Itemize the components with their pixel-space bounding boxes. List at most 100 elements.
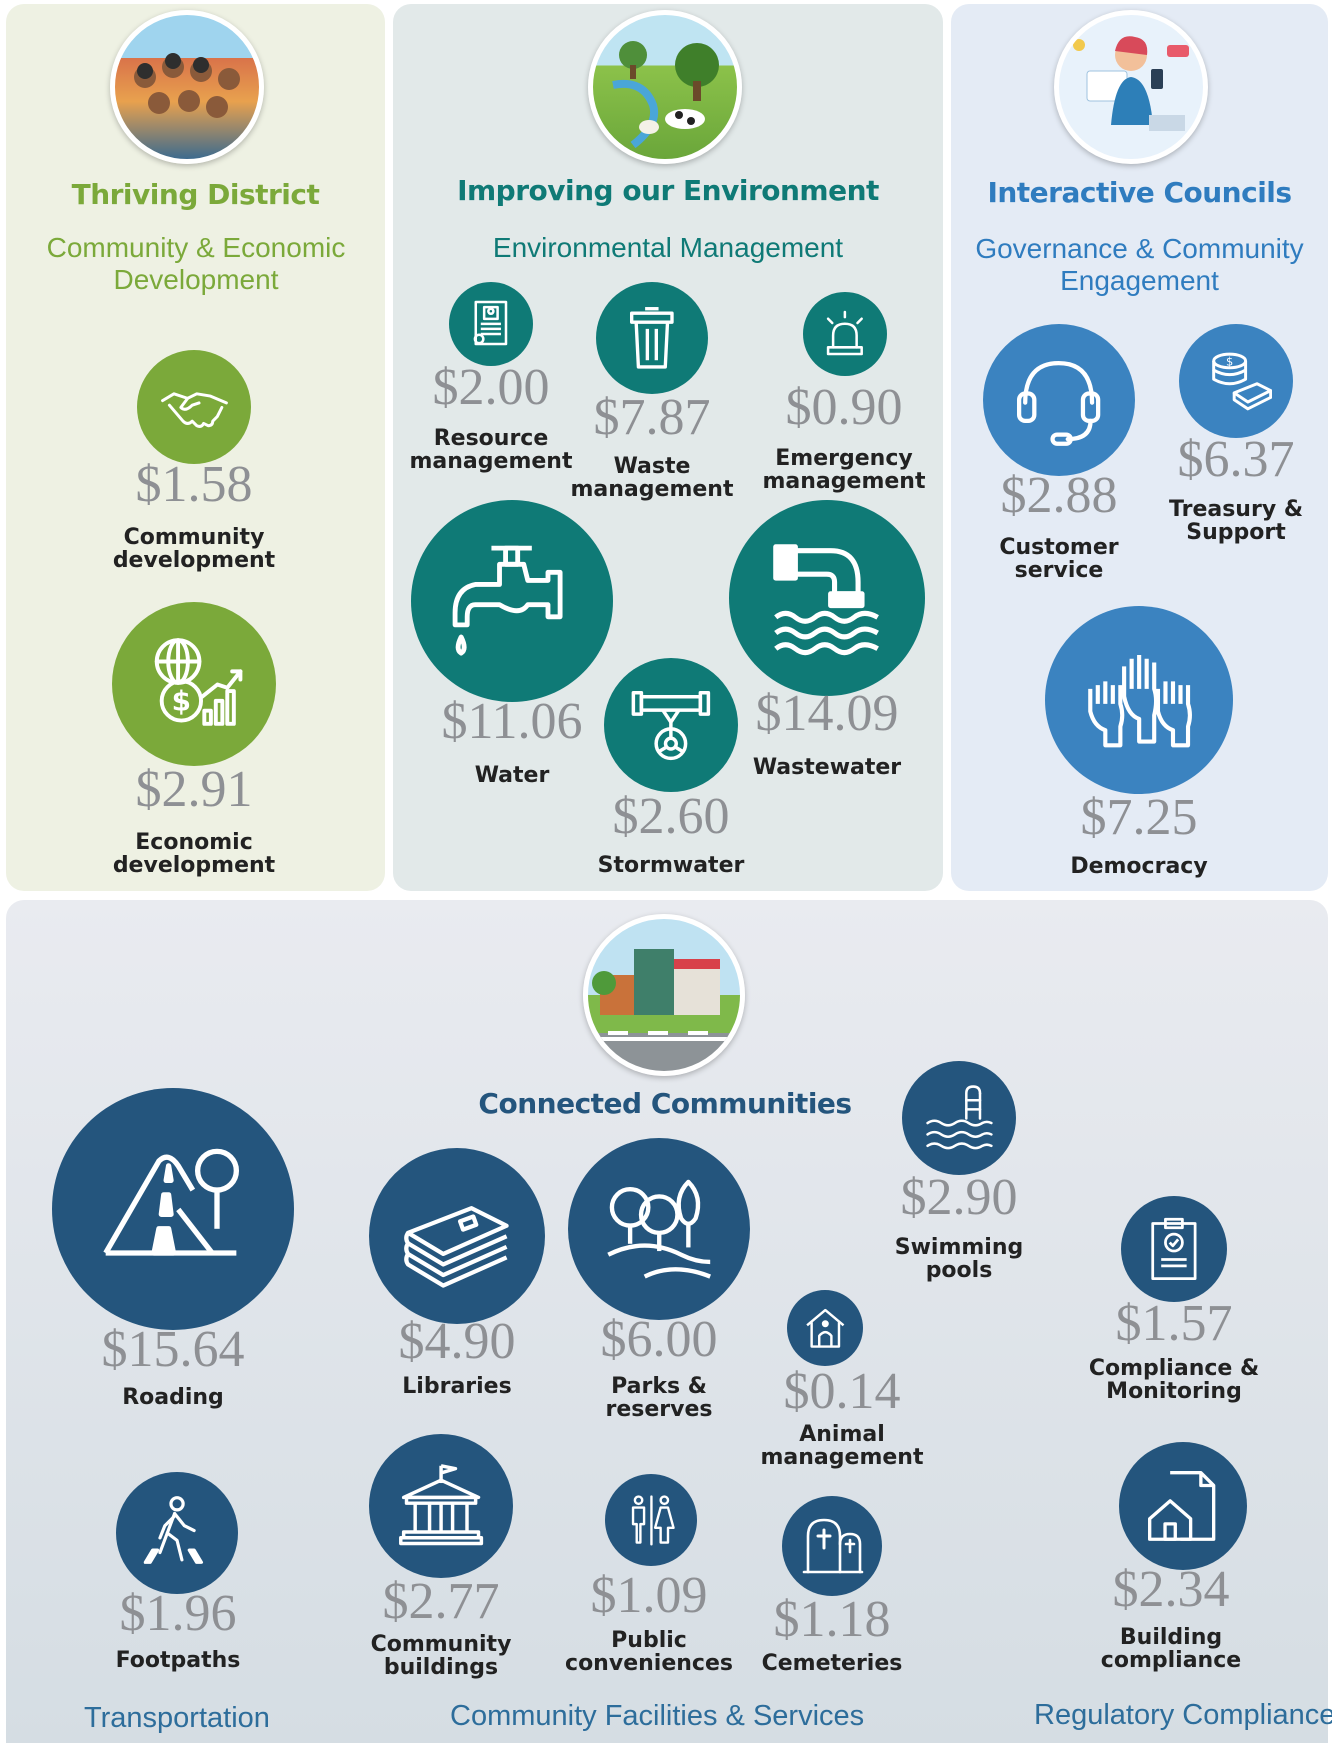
community-development-price: $1.58: [135, 456, 253, 513]
roading-label: Roading: [122, 1385, 224, 1410]
dog-kennel-icon: [805, 1308, 845, 1348]
cemeteries-label: Cemeteries: [761, 1651, 903, 1676]
pool-ladder-icon: [925, 1084, 993, 1149]
trees-park-icon: [607, 1179, 711, 1279]
compliance-monitoring-label: Compliance & Monitoring: [1088, 1356, 1260, 1404]
libraries-price: $4.90: [398, 1313, 516, 1370]
road-sign-icon: [102, 1148, 239, 1256]
civic-building-icon: [398, 1463, 484, 1546]
customer-service-price: $2.88: [1000, 467, 1118, 524]
interactive-subtitle: Governance & Community Engagement: [975, 233, 1304, 296]
handshake-icon: [160, 391, 228, 428]
resource-management-price: $2.00: [432, 359, 550, 416]
economic-development-circle: $: [112, 602, 276, 766]
footpaths-circle: [116, 1472, 238, 1594]
toilet-people-icon: [631, 1494, 675, 1546]
customer-service-circle: [983, 324, 1135, 476]
libraries-label: Libraries: [402, 1374, 512, 1399]
swimming-pools-circle: [902, 1061, 1016, 1175]
water-circle: [411, 500, 613, 702]
stormwater-circle: [604, 658, 738, 792]
treasury-support-price: $6.37: [1177, 431, 1295, 488]
svg-text:$: $: [171, 684, 190, 717]
clipboard-check-icon: [1151, 1217, 1197, 1281]
bin-icon: [630, 307, 674, 369]
building-compliance-label: Building compliance: [1100, 1625, 1242, 1673]
water-label: Water: [474, 763, 550, 788]
economic-development-price: $2.91: [135, 761, 253, 818]
tap-icon: [453, 546, 563, 656]
globe-dollar-chart-icon: $: [154, 637, 242, 726]
emergency-management-label: Emergency management: [762, 446, 926, 494]
democracy-label: Democracy: [1070, 854, 1208, 879]
parks-reserves-circle: [568, 1138, 750, 1320]
swimming-pools-price: $2.90: [900, 1169, 1018, 1226]
roading-price: $15.64: [101, 1321, 245, 1378]
pedestrian-crossing-icon: [143, 1496, 203, 1564]
regulatory-section-label: Regulatory Compliance: [1034, 1699, 1332, 1731]
wastewater-label: Wastewater: [752, 755, 902, 780]
treasury-support-label: Treasury & Support: [1169, 497, 1303, 545]
headset-icon: [1017, 361, 1101, 447]
emergency-management-price: $0.90: [785, 379, 903, 436]
animal-management-price: $0.14: [783, 1363, 901, 1420]
connected-title: Connected Communities: [478, 1087, 852, 1120]
books-stack-icon: [403, 1205, 509, 1288]
stormwater-label: Stormwater: [597, 853, 745, 878]
animal-management-label: Animal management: [760, 1422, 924, 1470]
thriving-subtitle: Community & Economic Development: [46, 232, 346, 295]
thriving-title: Thriving District: [71, 178, 320, 211]
democracy-price: $7.25: [1080, 789, 1198, 846]
environment-subtitle: Environmental Management: [492, 232, 844, 263]
crowd-photo: [110, 10, 264, 164]
community-development-circle: [137, 350, 251, 464]
community-buildings-circle: [369, 1434, 513, 1578]
waste-management-label: Waste management: [570, 454, 734, 502]
footpaths-label: Footpaths: [115, 1648, 241, 1673]
animal-management-circle: [787, 1290, 863, 1366]
resource-management-circle: [449, 282, 533, 366]
interactive-title: Interactive Councils: [987, 176, 1292, 209]
town-street-photo: [583, 914, 745, 1076]
footpaths-price: $1.96: [119, 1585, 237, 1642]
compliance-monitoring-circle: [1121, 1196, 1227, 1302]
coins-money-icon: $: [1211, 352, 1272, 410]
farm-landscape-photo: [588, 10, 742, 164]
house-document-icon: [1148, 1471, 1216, 1541]
libraries-circle: [369, 1148, 545, 1324]
resource-management-label: Resource management: [409, 426, 573, 474]
emergency-management-circle: [803, 292, 887, 376]
raised-hands-icon: [1088, 654, 1192, 748]
customer-service-label: Customer service: [999, 535, 1119, 583]
public-conveniences-price: $1.09: [590, 1567, 708, 1624]
cemeteries-circle: [782, 1496, 882, 1596]
compliance-monitoring-price: $1.57: [1115, 1295, 1233, 1352]
water-price: $11.06: [441, 693, 583, 750]
democracy-circle: [1045, 606, 1233, 794]
stormwater-price: $2.60: [612, 788, 730, 845]
swimming-pools-label: Swimming pools: [894, 1235, 1024, 1283]
building-compliance-price: $2.34: [1112, 1561, 1230, 1618]
pipe-valve-icon: [631, 691, 711, 761]
wastewater-price: $14.09: [755, 685, 899, 742]
customer-service-worker-photo: [1054, 10, 1208, 164]
public-conveniences-circle: [605, 1474, 697, 1566]
economic-development-label: Economic development: [112, 830, 276, 878]
community-buildings-label: Community buildings: [370, 1632, 512, 1680]
outfall-pipe-icon: [773, 544, 880, 656]
parks-reserves-label: Parks & reserves: [605, 1374, 713, 1422]
community-buildings-price: $2.77: [382, 1573, 500, 1630]
building-compliance-circle: [1119, 1442, 1247, 1570]
transportation-section-label: Transportation: [84, 1702, 270, 1734]
roading-circle: [52, 1088, 294, 1330]
environment-title: Improving our Environment: [457, 174, 879, 207]
cemeteries-price: $1.18: [773, 1591, 891, 1648]
headstone-icon: [802, 1518, 864, 1574]
public-conveniences-label: Public conveniences: [565, 1628, 733, 1676]
svg-text:$: $: [1226, 354, 1233, 368]
parks-reserves-price: $6.00: [600, 1311, 718, 1368]
waste-management-price: $7.87: [593, 389, 711, 446]
community-development-label: Community development: [112, 525, 276, 573]
facilities-section-label: Community Facilities & Services: [450, 1700, 865, 1732]
document-certificate-icon: [473, 300, 508, 346]
